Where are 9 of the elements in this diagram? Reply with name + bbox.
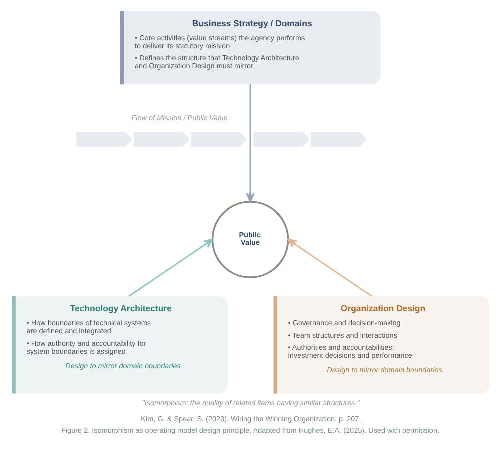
label: "Isomorphism: the quality of related items having similar structures." (142, 398, 360, 408)
label: Kim, G. & Spear, S. (2023). Wiring the Winning Organization. p. 207. (140, 414, 361, 424)
label: Flow of Mission / Public Value (131, 114, 228, 123)
node-chevron (253, 132, 310, 148)
arrow (128, 239, 213, 297)
caption: Figure 2. Isomorphism as operating model design principle. Adapted from Hughes, E.A. (2025). Used with permission. (61, 426, 439, 435)
node-circle: Public Value (211, 201, 289, 278)
arrow (246, 84, 254, 202)
arrow (287, 239, 372, 297)
